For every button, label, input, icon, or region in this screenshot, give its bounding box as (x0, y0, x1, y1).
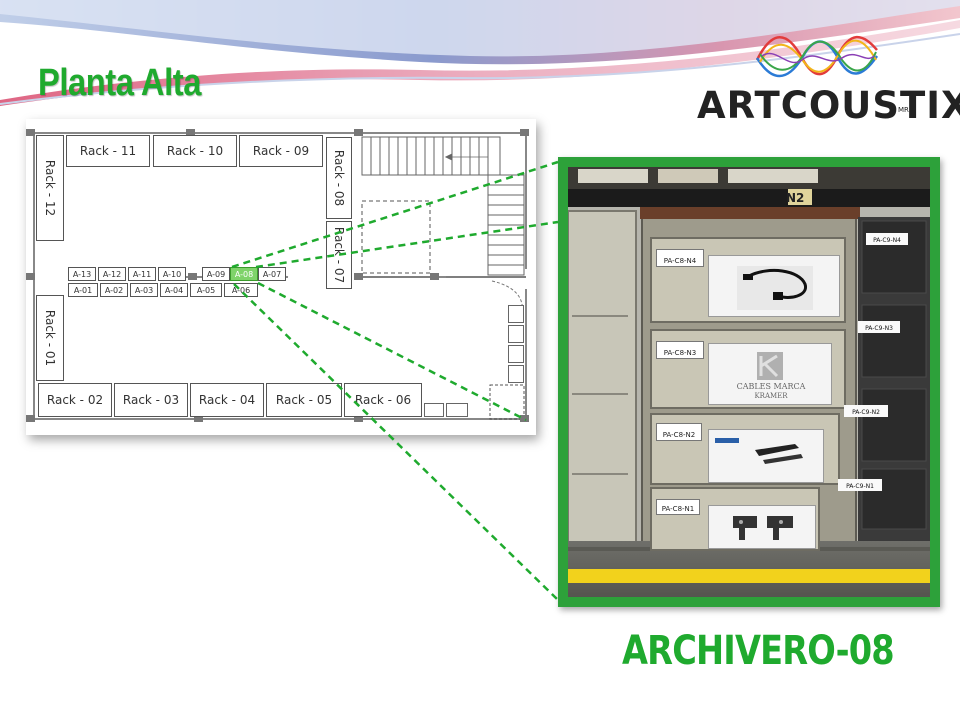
photo-frame: PA-C8-N4 PA-C8-N3 PA-C8-N2 PA-C8-N1 CABL… (558, 157, 940, 607)
shelf-a12: A-12 (98, 267, 126, 281)
shelf-a06: A-06 (224, 283, 258, 297)
column (194, 415, 203, 422)
cable-icon (737, 266, 813, 310)
brand-name: ARTCOUSTIX (697, 84, 960, 127)
product-card-device (708, 429, 824, 483)
column (354, 129, 363, 136)
rack-10: Rack - 10 (153, 135, 237, 167)
label-pa-c9-n3: PA-C9-N3 (858, 321, 900, 333)
label-pa-c8-n4: PA-C8-N4 (656, 249, 704, 267)
label-pa-c8-n2: PA-C8-N2 (656, 423, 702, 441)
rack-05: Rack - 05 (266, 383, 342, 417)
wall-cabinet (508, 345, 524, 363)
shelf-a04: A-04 (160, 283, 188, 297)
rack-12: Rack - 12 (36, 135, 64, 241)
header-swoosh (0, 0, 960, 106)
rack-11: Rack - 11 (66, 135, 150, 167)
rack-04: Rack - 04 (190, 383, 264, 417)
column (186, 129, 195, 136)
card-text-cables-marca: CABLES MARCA (736, 382, 806, 391)
shelf-sign: N2 (786, 191, 805, 205)
wall-cabinet (508, 365, 524, 383)
shelf-a08-highlighted: A-08 (230, 267, 258, 281)
shelf-a09: A-09 (202, 267, 230, 281)
shelf-a13: A-13 (68, 267, 96, 281)
column (26, 129, 35, 136)
label-pa-c9-n2: PA-C9-N2 (844, 405, 888, 417)
label-pa-c8-n1: PA-C8-N1 (656, 499, 700, 515)
cabinet-photo: PA-C8-N4 PA-C8-N3 PA-C8-N2 PA-C8-N1 CABL… (568, 167, 930, 597)
product-card-cable (708, 255, 840, 317)
rack-08-label: Rack - 08 (332, 149, 346, 207)
rack-01-label: Rack - 01 (43, 309, 57, 367)
kramer-logo-icon (757, 352, 783, 380)
device-icon (715, 438, 803, 464)
card-text-kramer: KRAMER (754, 392, 788, 400)
floor-plan: Rack - 11 Rack - 10 Rack - 09 Rack - 12 … (26, 119, 536, 435)
shelf-a03: A-03 (130, 283, 158, 297)
archivero-caption: ARCHIVERO-08 (622, 628, 895, 674)
rack-01: Rack - 01 (36, 295, 64, 381)
rack-09: Rack - 09 (239, 135, 323, 167)
column (26, 273, 35, 280)
rack-07: Rack - 07 (326, 221, 352, 289)
column (430, 273, 439, 280)
column (520, 129, 529, 136)
shelf-a10: A-10 (158, 267, 186, 281)
wall-cabinet (508, 305, 524, 323)
rack-06: Rack - 06 (344, 383, 422, 417)
rack-12-label: Rack - 12 (43, 159, 57, 217)
product-card-kramer: CABLES MARCA KRAMER (708, 343, 832, 405)
column (354, 273, 363, 280)
label-pa-c8-n3: PA-C8-N3 (656, 341, 704, 359)
shelf-a11: A-11 (128, 267, 156, 281)
small-cabinet (446, 403, 468, 417)
shelf-a01: A-01 (68, 283, 98, 297)
column (26, 415, 35, 422)
label-pa-c9-n1: PA-C9-N1 (838, 479, 882, 491)
shelf-a05: A-05 (190, 283, 222, 297)
column (188, 273, 197, 280)
brand-trademark: MR (898, 106, 909, 114)
wall-cabinet (508, 325, 524, 343)
brand-wave-icon (755, 35, 879, 78)
slide-title: Planta Alta (38, 62, 201, 104)
small-cabinet (424, 403, 444, 417)
connector-icon (733, 516, 793, 540)
rack-03: Rack - 03 (114, 383, 188, 417)
rack-08: Rack - 08 (326, 137, 352, 219)
shelf-a02: A-02 (100, 283, 128, 297)
label-pa-c9-n4: PA-C9-N4 (866, 233, 908, 245)
column (520, 415, 529, 422)
product-card-connectors (708, 505, 816, 549)
rack-02: Rack - 02 (38, 383, 112, 417)
shelf-a07: A-07 (258, 267, 286, 281)
rack-07-label: Rack - 07 (332, 226, 346, 284)
